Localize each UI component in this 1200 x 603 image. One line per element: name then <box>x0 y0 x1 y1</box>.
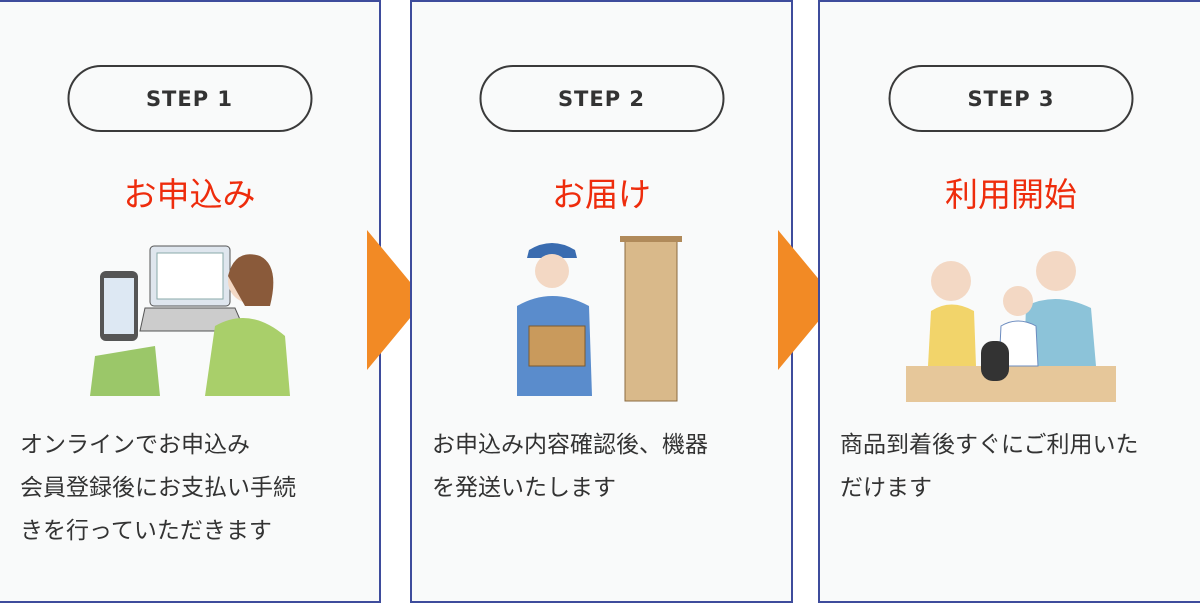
step-description: 商品到着後すぐにご利用いた だけます <box>840 432 1139 501</box>
step-card-2: STEP 2 お届け お申込み内容確認後、機器 を発送いたします <box>410 0 793 603</box>
step-badge: STEP 3 <box>888 65 1134 132</box>
delivery-illustration <box>516 236 682 402</box>
step-title: お届け <box>552 175 651 214</box>
step-description: オンラインでお申込み 会員登録後にお支払い手続 きを行っていただきます <box>20 432 296 544</box>
step-badge: STEP 2 <box>479 65 724 132</box>
family-illustration <box>906 251 1116 402</box>
woman-laptop-illustration <box>89 245 290 396</box>
step-badge: STEP 1 <box>67 65 312 132</box>
step-card-3: STEP 3 利用開始 商品到着後すぐにご利用いた だけます <box>818 0 1200 603</box>
step-title: お申込み <box>123 175 256 214</box>
step-description: お申込み内容確認後、機器 を発送いたします <box>432 432 708 501</box>
step-card-1: STEP 1 お申込み オンラインでお申込み 会員登録後にお支払い手続 きを行っ… <box>0 0 381 603</box>
step-title: 利用開始 <box>945 175 1077 214</box>
